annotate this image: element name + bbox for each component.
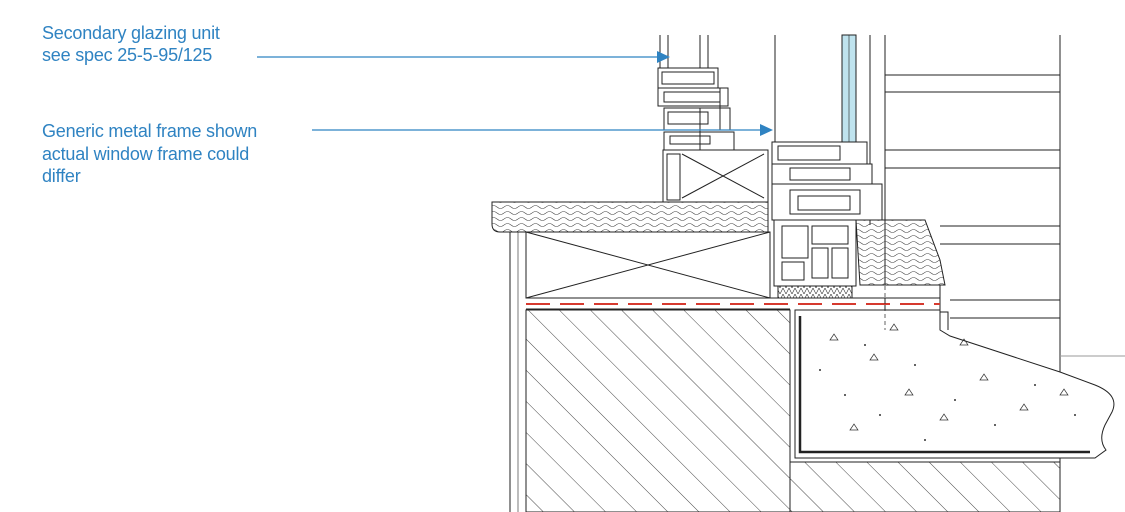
masonry-hatch [525,309,1061,512]
secondary-glazing-label-line-2: see spec 25-5-95/125 [42,45,213,65]
concrete-sill [789,309,1115,470]
timber-packer [662,149,769,203]
metal-window-frame [771,141,883,299]
existing-glazing [841,34,857,166]
metal-frame-label-line-1: Generic metal frame shown [42,121,258,141]
metal-frame-label-line-3: differ [42,166,81,186]
timber-subframe [525,231,771,299]
secondary-glazing-unit [657,35,735,151]
secondary-glazing-label-line-1: Secondary glazing unit [42,23,220,43]
leader-secondary-glazing [257,51,670,63]
leader-metal-frame [312,124,773,136]
metal-frame-label-line-2: actual window frame could [42,144,250,164]
damp-proof-membrane [526,297,940,310]
